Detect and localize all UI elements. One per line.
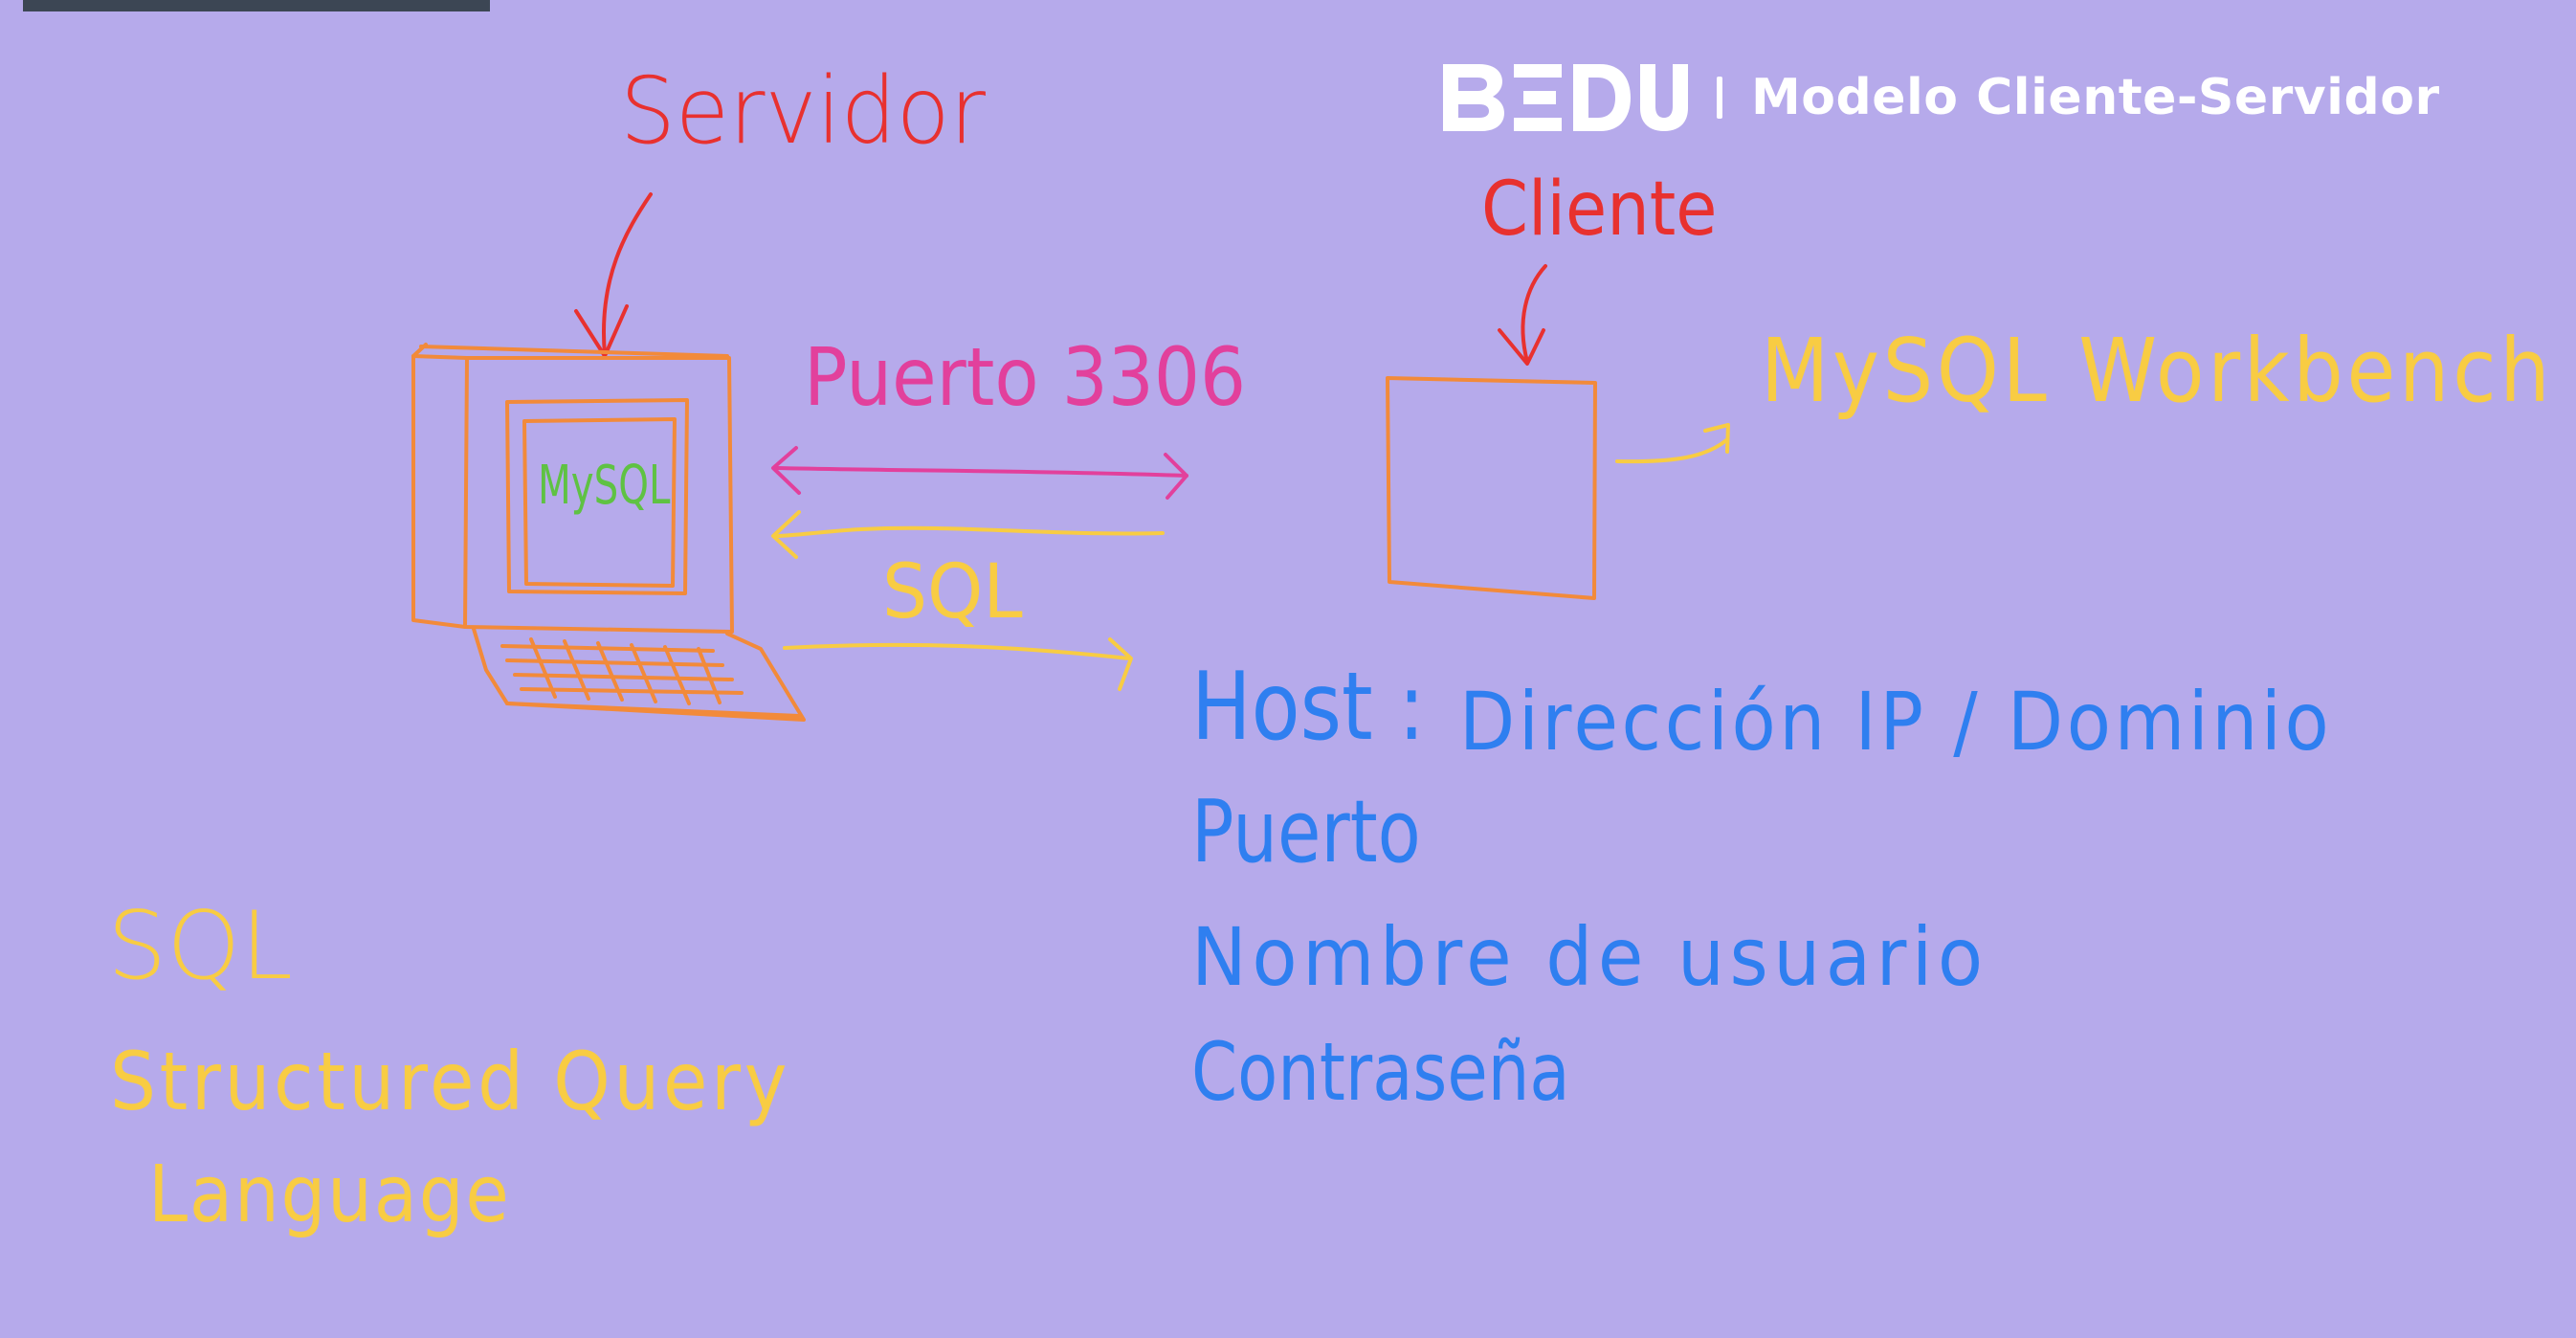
sql-arrow	[783, 637, 1133, 691]
window-top-bar	[23, 0, 490, 11]
client-arrow	[1498, 264, 1547, 366]
sql-definition-line1: Structured Query	[110, 1035, 791, 1128]
username-field: Nombre de usuario	[1191, 910, 1988, 1004]
server-label: Servidor	[620, 57, 986, 165]
client-label: Cliente	[1481, 167, 1718, 253]
password-field: Contraseña	[1191, 1025, 1570, 1119]
workbench-label: MySQL Workbench	[1761, 320, 2554, 422]
header: Modelo Cliente-Servidor	[1443, 61, 2440, 134]
port-label: Puerto 3306	[804, 330, 1247, 424]
port-field: Puerto	[1191, 782, 1421, 882]
bedu-logo	[1443, 64, 1688, 131]
port-arrow	[771, 446, 1188, 500]
mysql-screen-label: MySQL	[538, 455, 671, 517]
sql-arrow-label: SQL	[882, 549, 1023, 636]
workbench-arrow	[1615, 423, 1730, 464]
header-separator	[1717, 77, 1722, 119]
sql-acronym: SQL	[107, 892, 293, 1001]
server-arrow	[574, 192, 653, 358]
sql-return-arrow	[771, 510, 1165, 559]
host-value: Dirección IP / Dominio	[1459, 675, 2333, 769]
host-label: Host :	[1191, 653, 1426, 762]
client-box	[1386, 376, 1597, 600]
page-title: Modelo Cliente-Servidor	[1751, 69, 2440, 126]
sql-definition-line2: Language	[148, 1149, 511, 1240]
server-computer	[411, 343, 806, 722]
